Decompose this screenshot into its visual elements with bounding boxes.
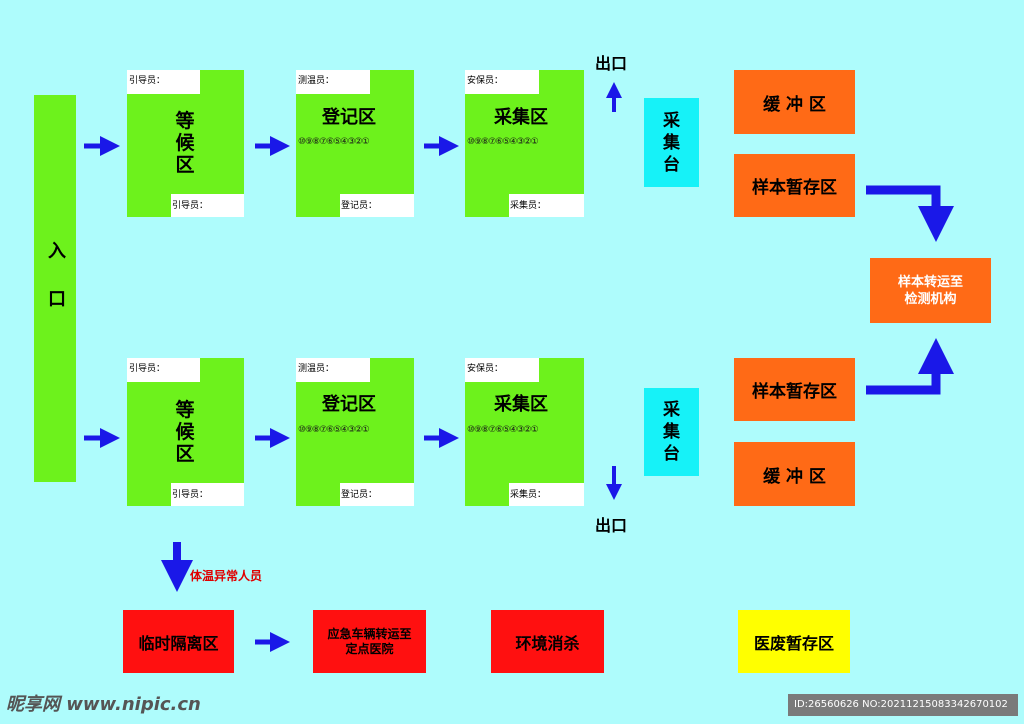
register-top-title: 登记区 — [322, 107, 376, 128]
collect-bottom-label-box — [465, 358, 539, 382]
collect-top-label-box — [465, 70, 539, 94]
collection-station-top: 采集台 — [644, 98, 699, 187]
buffer-zone-top-label: 缓 冲 区 — [763, 94, 826, 115]
collect-top-collector-label: 采集员： — [510, 201, 547, 211]
waiting-bottom-label-box-bottom — [171, 483, 244, 506]
buffer-zone-top: 缓 冲 区 — [734, 70, 855, 134]
buffer-zone-bottom-label: 缓 冲 区 — [763, 466, 826, 487]
waiting-top-guide-label: 引导员： — [129, 76, 166, 86]
register-top-label-box-bottom — [340, 194, 414, 217]
register-bottom-temp-label: 测温员： — [298, 364, 335, 374]
register-bottom-label-box-bottom — [340, 483, 414, 506]
waiting-area-bottom — [127, 358, 244, 506]
ambulance-transfer: 应急车辆转运至 定点医院 — [313, 610, 426, 673]
collect-top-seat-numbers: ⑩⑨⑧⑦⑥⑤④③②① — [467, 137, 539, 147]
waiting-top-guide-label-bottom: 引导员： — [172, 201, 209, 211]
watermark-site: 昵享网 www.nipic.cn — [6, 694, 201, 715]
elbow-arrow-icon — [866, 338, 954, 395]
sample-storage-top-label: 样本暂存区 — [752, 178, 837, 198]
environment-disinfection-label: 环境消杀 — [515, 633, 580, 653]
register-area-bottom — [296, 358, 414, 506]
sample-storage-bottom: 样本暂存区 — [734, 358, 855, 421]
register-area-top — [296, 70, 414, 217]
ambulance-transfer-label: 应急车辆转运至 定点医院 — [327, 626, 412, 656]
waiting-top-title: 等候区 — [175, 110, 195, 176]
collection-station-top-label: 采集台 — [663, 110, 680, 175]
sample-transfer-label: 样本转运至 检测机构 — [897, 274, 963, 307]
collect-top-title: 采集区 — [494, 107, 548, 128]
register-top-seat-numbers: ⑩⑨⑧⑦⑥⑤④③②① — [298, 137, 370, 147]
watermark-id: ID:26560626 NO:20211215083342670102 — [788, 694, 1018, 716]
register-top-clerk-label: 登记员： — [341, 201, 378, 211]
collect-bottom-security-label: 安保员： — [467, 364, 504, 374]
collection-station-bottom-label: 采集台 — [663, 400, 680, 464]
collection-station-bottom: 采集台 — [644, 388, 699, 476]
exit-bottom-label: 出口 — [595, 516, 628, 535]
collect-top-security-label: 安保员： — [467, 76, 504, 86]
temporary-isolation-label: 临时隔离区 — [138, 633, 219, 653]
waiting-area-top — [127, 70, 244, 217]
entrance-label: 入口 — [45, 240, 66, 337]
collect-area-top — [465, 70, 584, 217]
waiting-bottom-guide-label: 引导员： — [129, 364, 166, 374]
collect-area-bottom — [465, 358, 584, 506]
waiting-top-label-box-bottom — [171, 194, 244, 217]
collect-bottom-label-box-bottom — [509, 483, 584, 506]
sample-transfer: 样本转运至 检测机构 — [870, 258, 991, 323]
waiting-bottom-title: 等候区 — [175, 399, 195, 465]
register-bottom-clerk-label: 登记员： — [341, 490, 378, 500]
waiting-bottom-label-box — [127, 358, 200, 382]
register-top-temp-label: 测温员： — [298, 76, 335, 86]
fever-note: 体温异常人员 — [190, 569, 263, 583]
environment-disinfection: 环境消杀 — [491, 610, 604, 673]
elbow-arrow-icon — [866, 185, 954, 242]
register-bottom-title: 登记区 — [322, 394, 376, 415]
register-top-label-box — [296, 70, 370, 94]
sample-storage-bottom-label: 样本暂存区 — [752, 382, 837, 402]
register-bottom-seat-numbers: ⑩⑨⑧⑦⑥⑤④③②① — [298, 425, 370, 435]
buffer-zone-bottom: 缓 冲 区 — [734, 442, 855, 506]
collect-bottom-seat-numbers: ⑩⑨⑧⑦⑥⑤④③②① — [467, 425, 539, 435]
collect-bottom-collector-label: 采集员： — [510, 490, 547, 500]
waiting-bottom-guide-label-bottom: 引导员： — [172, 490, 209, 500]
sample-storage-top: 样本暂存区 — [734, 154, 855, 217]
medical-waste-storage: 医废暂存区 — [738, 610, 850, 673]
medical-waste-storage-label: 医废暂存区 — [753, 633, 834, 653]
exit-top-label: 出口 — [595, 54, 628, 73]
collect-top-label-box-bottom — [509, 194, 584, 217]
collect-bottom-title: 采集区 — [494, 394, 548, 415]
temporary-isolation: 临时隔离区 — [123, 610, 234, 673]
register-bottom-label-box — [296, 358, 370, 382]
entrance-bar: 入口 — [34, 95, 76, 482]
waiting-top-label-box — [127, 70, 200, 94]
